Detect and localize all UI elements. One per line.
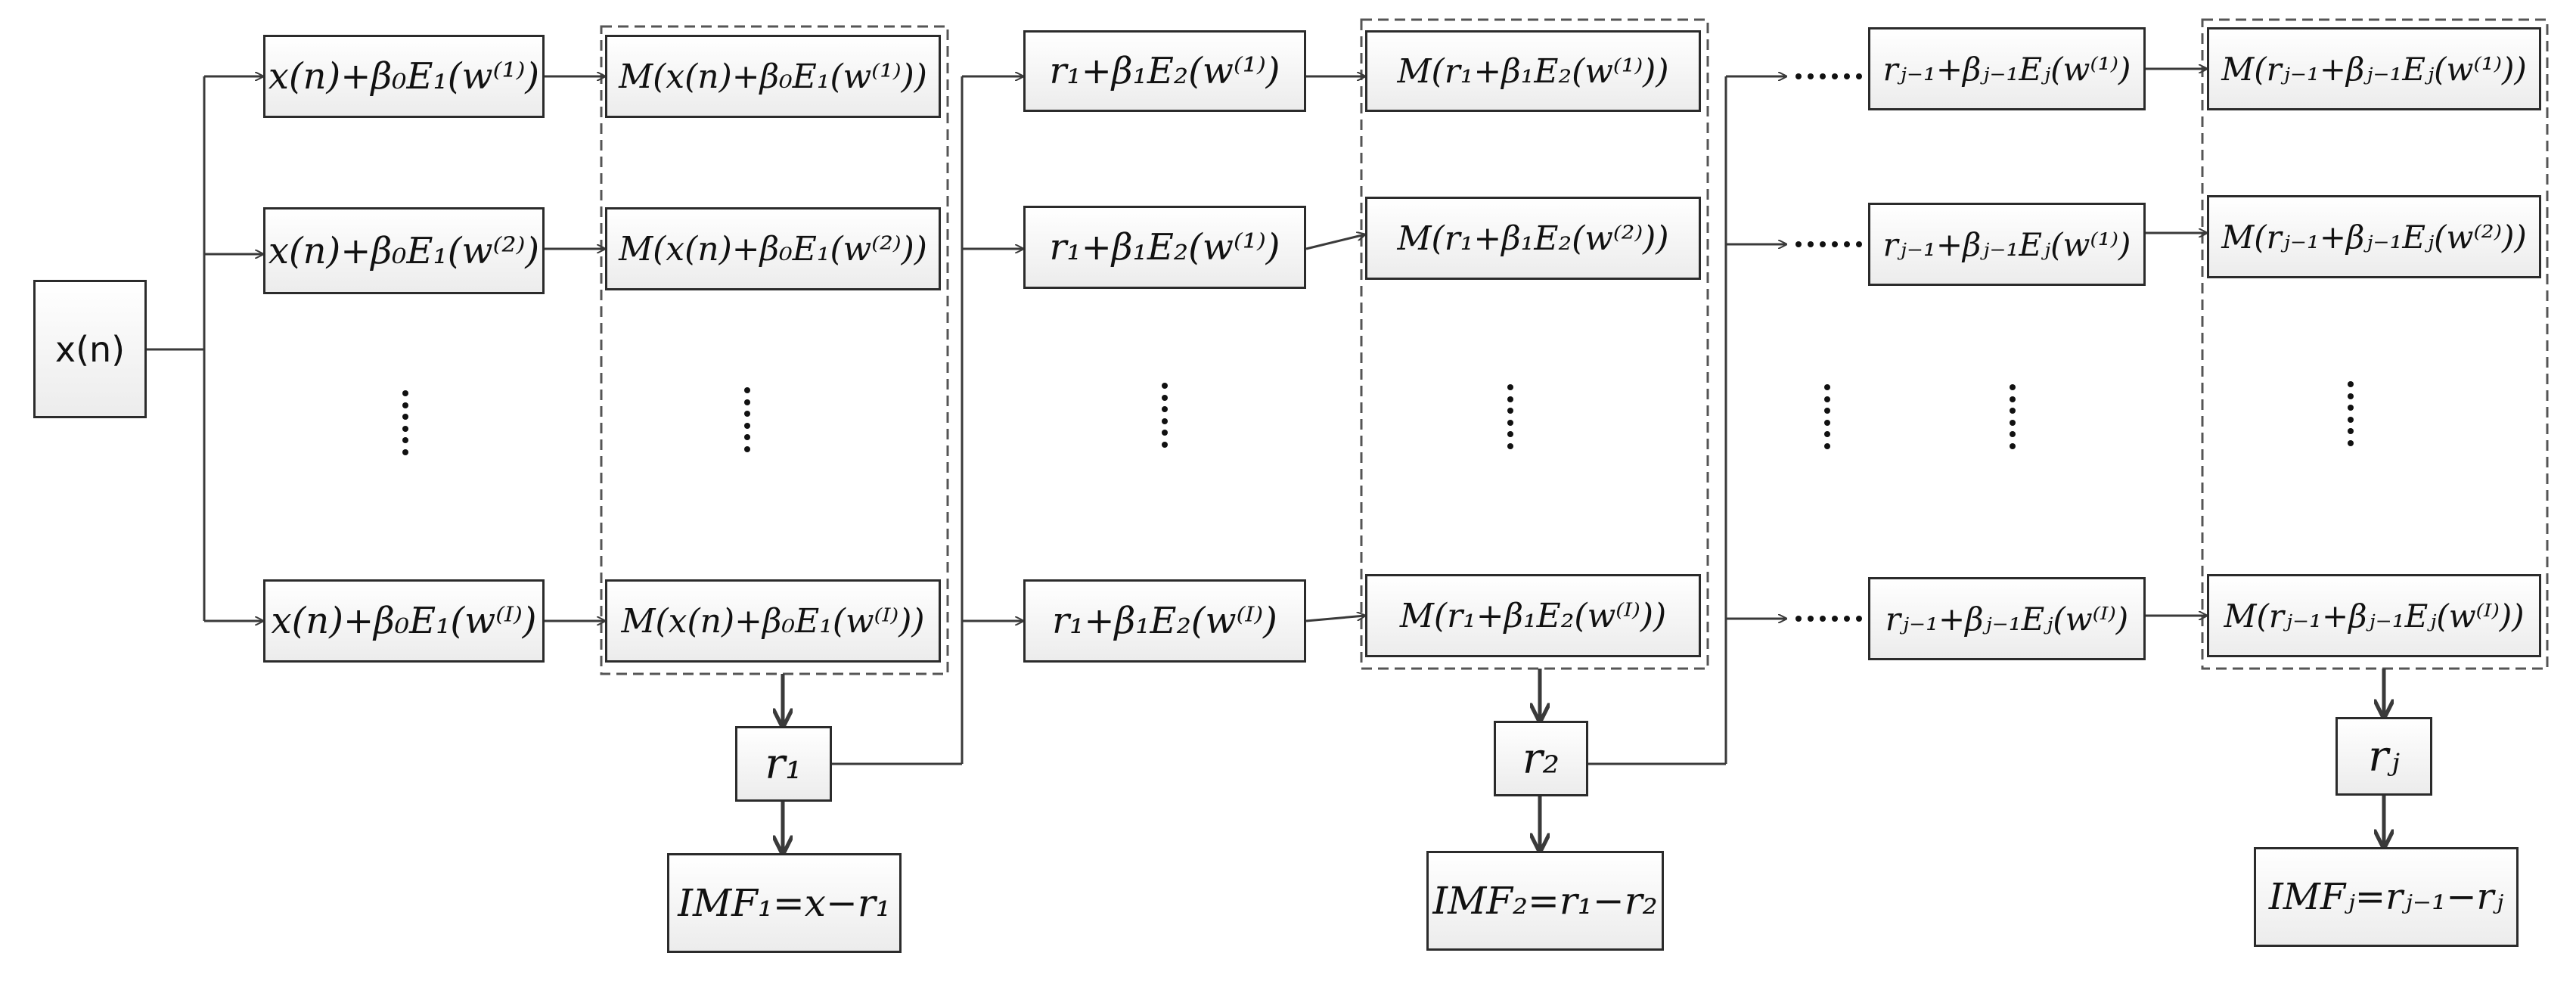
stagej-noisy-label-1: rⱼ₋₁+βⱼ₋₁Eⱼ(w⁽¹⁾) — [1882, 50, 2131, 88]
stage1-noisy-box-1: x(n)+β₀E₁(w⁽¹⁾) — [263, 35, 545, 118]
residue-r1-box: r₁ — [735, 726, 832, 802]
stage1-noisy-box-3: x(n)+β₀E₁(w⁽ᴵ⁾) — [263, 579, 545, 663]
input-signal-box: x(n) — [33, 280, 147, 418]
residue-r2-box: r₂ — [1494, 721, 1588, 796]
ellipsis-vertical-stage1-mean — [744, 387, 750, 452]
ellipsis-vertical-stagej-mean — [2348, 381, 2354, 446]
stage1-noisy-label-1: x(n)+β₀E₁(w⁽¹⁾) — [268, 55, 540, 98]
imf1-label: IMF₁=x−r₁ — [678, 881, 891, 925]
imfj-box: IMFⱼ=rⱼ₋₁−rⱼ — [2254, 847, 2519, 947]
stagej-mean-box-3: M(rⱼ₋₁+βⱼ₋₁Eⱼ(w⁽ᴵ⁾)) — [2207, 574, 2541, 657]
ellipsis-horizontal-1 — [1795, 73, 1862, 79]
stage2-noisy-label-1: r₁+β₁E₂(w⁽¹⁾) — [1049, 50, 1280, 92]
ellipsis-horizontal-3 — [1795, 616, 1862, 622]
stage2-noisy-box-1: r₁+β₁E₂(w⁽¹⁾) — [1023, 30, 1306, 112]
stagej-mean-box-1: M(rⱼ₋₁+βⱼ₋₁Eⱼ(w⁽¹⁾)) — [2207, 27, 2541, 110]
stage2-mean-label-2: M(r₁+β₁E₂(w⁽²⁾)) — [1397, 219, 1669, 258]
ellipsis-vertical-stage2-noisy — [1162, 383, 1168, 448]
stage2-noisy-box-2: r₁+β₁E₂(w⁽¹⁾) — [1023, 206, 1306, 289]
stage2-noisy-label-2: r₁+β₁E₂(w⁽¹⁾) — [1049, 226, 1280, 268]
stage2-mean-box-1: M(r₁+β₁E₂(w⁽¹⁾)) — [1365, 30, 1701, 112]
residue-rj-label: rⱼ — [2368, 731, 2400, 781]
residue-r2-label: r₂ — [1522, 734, 1560, 784]
mean-group-1 — [600, 25, 949, 675]
ellipsis-horizontal-2 — [1795, 241, 1862, 247]
stagej-mean-box-2: M(rⱼ₋₁+βⱼ₋₁Eⱼ(w⁽²⁾)) — [2207, 195, 2541, 278]
stagej-noisy-box-2: rⱼ₋₁+βⱼ₋₁Eⱼ(w⁽¹⁾) — [1868, 203, 2146, 286]
residue-r1-label: r₁ — [765, 739, 802, 789]
stage2-mean-label-1: M(r₁+β₁E₂(w⁽¹⁾)) — [1397, 51, 1669, 91]
residue-rj-box: rⱼ — [2335, 717, 2432, 796]
input-signal-label: x(n) — [54, 328, 126, 370]
stage2-mean-box-2: M(r₁+β₁E₂(w⁽²⁾)) — [1365, 197, 1701, 280]
stage1-mean-label-2: M(x(n)+β₀E₁(w⁽²⁾)) — [619, 229, 927, 268]
stage1-mean-label-1: M(x(n)+β₀E₁(w⁽¹⁾)) — [619, 57, 927, 96]
stage1-mean-box-3: M(x(n)+β₀E₁(w⁽ᴵ⁾)) — [605, 579, 941, 663]
imf2-label: IMF₂=r₁−r₂ — [1432, 879, 1658, 923]
stage1-noisy-box-2: x(n)+β₀E₁(w⁽²⁾) — [263, 207, 545, 294]
stage2-noisy-box-3: r₁+β₁E₂(w⁽ᴵ⁾) — [1023, 579, 1306, 663]
stagej-mean-label-1: M(rⱼ₋₁+βⱼ₋₁Eⱼ(w⁽¹⁾)) — [2221, 50, 2527, 88]
stagej-mean-label-3: M(rⱼ₋₁+βⱼ₋₁Eⱼ(w⁽ᴵ⁾)) — [2224, 597, 2525, 635]
stage2-noisy-label-3: r₁+β₁E₂(w⁽ᴵ⁾) — [1052, 600, 1277, 642]
mean-group-j — [2201, 18, 2549, 670]
stagej-noisy-label-3: rⱼ₋₁+βⱼ₋₁Eⱼ(w⁽ᴵ⁾) — [1885, 600, 2129, 638]
stage1-mean-label-3: M(x(n)+β₀E₁(w⁽ᴵ⁾)) — [621, 601, 925, 641]
stage1-noisy-label-2: x(n)+β₀E₁(w⁽²⁾) — [268, 229, 540, 272]
mean-group-2 — [1360, 18, 1709, 670]
stage1-noisy-label-3: x(n)+β₀E₁(w⁽ᴵ⁾) — [271, 600, 537, 642]
ellipsis-vertical-stage2-mean — [1507, 384, 1513, 449]
ellipsis-vertical-stagej-noisy — [2010, 384, 2016, 449]
stage1-mean-box-2: M(x(n)+β₀E₁(w⁽²⁾)) — [605, 207, 941, 290]
imf1-box: IMF₁=x−r₁ — [667, 853, 902, 953]
stage2-mean-label-3: M(r₁+β₁E₂(w⁽ᴵ⁾)) — [1399, 596, 1667, 635]
stage2-mean-box-3: M(r₁+β₁E₂(w⁽ᴵ⁾)) — [1365, 574, 1701, 657]
stagej-mean-label-2: M(rⱼ₋₁+βⱼ₋₁Eⱼ(w⁽²⁾)) — [2221, 218, 2527, 256]
stage1-mean-box-1: M(x(n)+β₀E₁(w⁽¹⁾)) — [605, 35, 941, 118]
stagej-noisy-box-1: rⱼ₋₁+βⱼ₋₁Eⱼ(w⁽¹⁾) — [1868, 27, 2146, 110]
imfj-label: IMFⱼ=rⱼ₋₁−rⱼ — [2268, 876, 2504, 918]
stagej-noisy-label-2: rⱼ₋₁+βⱼ₋₁Eⱼ(w⁽¹⁾) — [1882, 225, 2131, 263]
stagej-noisy-box-3: rⱼ₋₁+βⱼ₋₁Eⱼ(w⁽ᴵ⁾) — [1868, 577, 2146, 660]
ellipsis-vertical-stage1-noisy — [402, 390, 408, 455]
imf2-box: IMF₂=r₁−r₂ — [1426, 851, 1664, 951]
ellipsis-vertical-gap — [1824, 384, 1830, 449]
